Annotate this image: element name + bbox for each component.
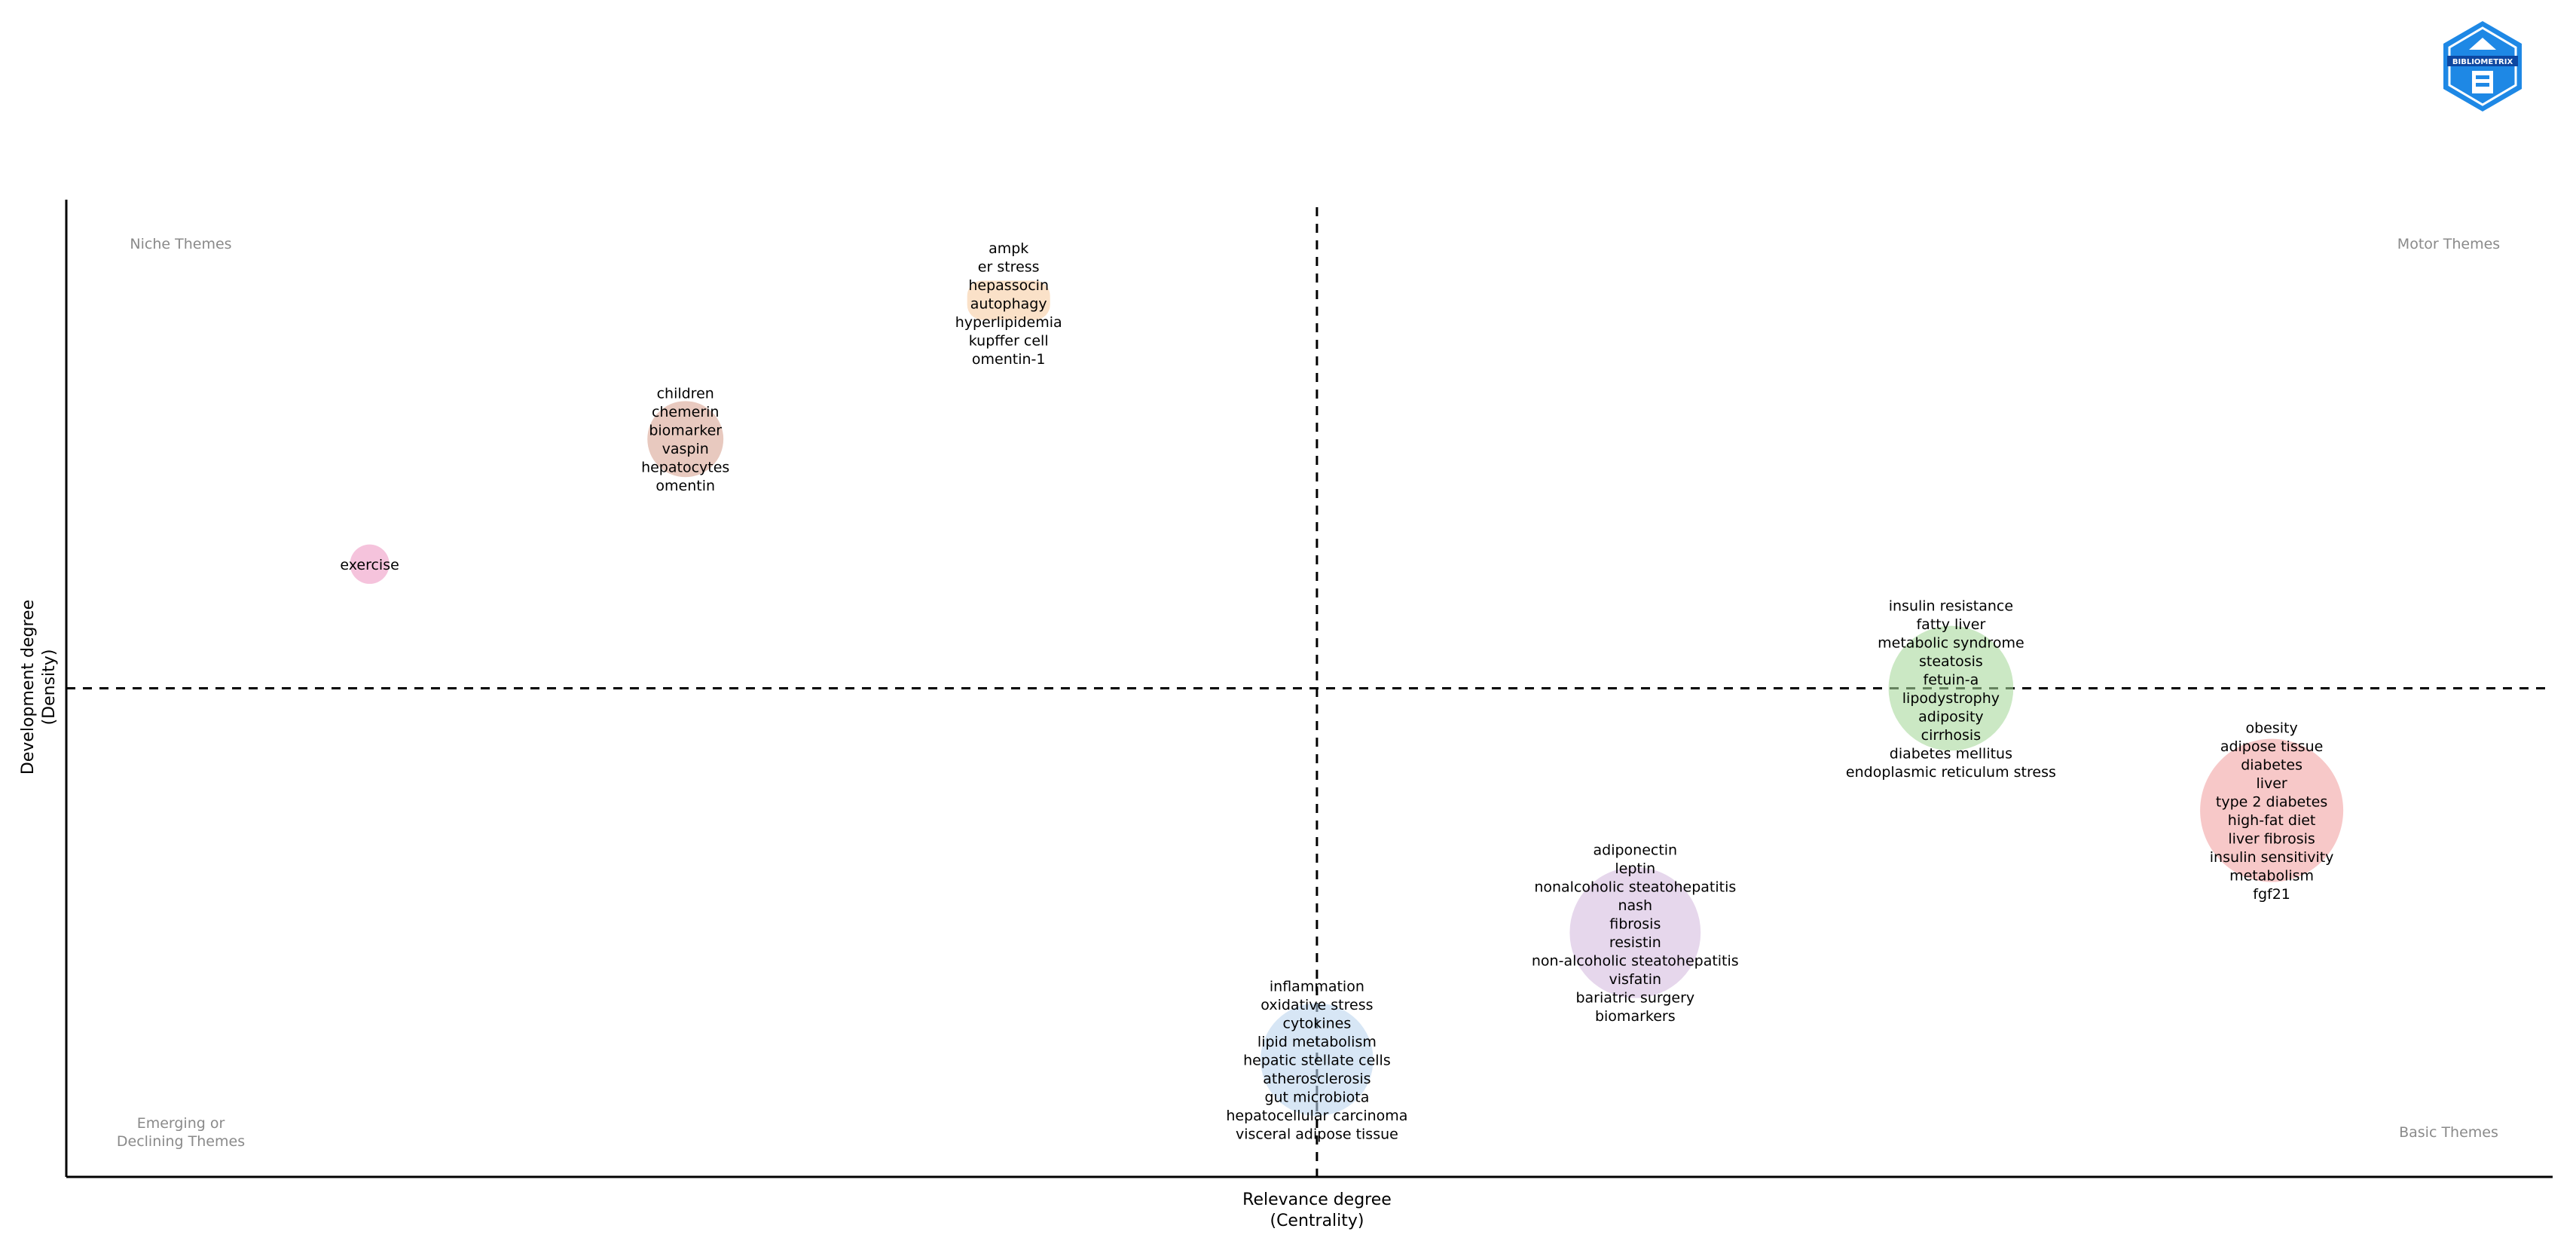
cluster-keyword: kupffer cell: [969, 332, 1049, 349]
cluster-keyword: obesity: [2245, 720, 2297, 736]
x-axis-title-1: Relevance degree: [1242, 1190, 1392, 1209]
cluster-keyword: biomarker: [649, 423, 722, 439]
cluster-keyword: metabolic syndrome: [1878, 634, 2024, 651]
cluster-keyword: nonalcoholic steatohepatitis: [1534, 879, 1736, 896]
cluster-bubble: [2200, 738, 2344, 882]
cluster-bubble: [647, 401, 724, 478]
svg-text:BIBLIOMETRIX: BIBLIOMETRIX: [2452, 58, 2513, 66]
cluster-keyword: hepassocin: [968, 277, 1049, 294]
quadrant-label-emerging-2: Declining Themes: [117, 1133, 245, 1150]
cluster-keyword: vaspin: [662, 441, 709, 457]
cluster-keyword: omentin-1: [972, 351, 1046, 368]
cluster-keyword: visfatin: [1609, 971, 1662, 988]
cluster-bubble: [350, 544, 390, 584]
cluster-keyword: non-alcoholic steatohepatitis: [1532, 953, 1739, 970]
cluster-bubble: [1888, 625, 2014, 751]
cluster-keyword: resistin: [1609, 934, 1661, 951]
cluster-keyword: metabolism: [2229, 867, 2314, 884]
quadrant-label-basic: Basic Themes: [2399, 1124, 2498, 1141]
cluster-keyword: fgf21: [2253, 886, 2290, 903]
cluster-keyword: fetuin-a: [1924, 671, 1979, 688]
cluster-keyword: cirrhosis: [1921, 727, 1981, 744]
cluster-keyword: gut microbiota: [1264, 1089, 1369, 1105]
cluster-keyword: hepatocytes: [641, 460, 729, 476]
cluster-keyword: omentin: [655, 478, 715, 494]
cluster-keyword: fibrosis: [1609, 916, 1661, 933]
cluster-keyword: children: [657, 386, 714, 402]
y-axis-title-1: Development degree: [19, 600, 38, 775]
cluster-keyword: adipose tissue: [2220, 738, 2324, 755]
cluster-keyword: nash: [1618, 897, 1652, 914]
cluster-bubble: [1260, 1003, 1374, 1117]
cluster-keyword: liver: [2256, 775, 2287, 792]
cluster-keyword: lipid metabolism: [1257, 1034, 1377, 1050]
cluster-keyword: fatty liver: [1916, 616, 1985, 633]
cluster-keyword: lipodystrophy: [1902, 690, 2000, 707]
cluster-keyword: diabetes: [2241, 756, 2303, 773]
bibliometrix-logo: BIBLIOMETRIX: [2443, 21, 2522, 112]
cluster-keyword: ampk: [989, 240, 1028, 257]
cluster-keyword: adiposity: [1918, 708, 1984, 725]
cluster-keyword: type 2 diabetes: [2216, 793, 2327, 810]
cluster-keyword: liver fibrosis: [2228, 830, 2315, 847]
cluster-bubbles: [350, 280, 2344, 1117]
cluster-keyword: visceral adipose tissue: [1236, 1126, 1398, 1142]
cluster-keyword: insulin sensitivity: [2210, 849, 2334, 866]
cluster-keyword: inflammation: [1270, 978, 1364, 995]
cluster-keyword: adiponectin: [1593, 842, 1677, 859]
cluster-bubble: [1569, 866, 1701, 998]
cluster-keyword: er stress: [978, 258, 1040, 275]
cluster-keyword: chemerin: [652, 404, 720, 420]
cluster-keyword: autophagy: [970, 295, 1047, 312]
cluster-keyword: leptin: [1615, 860, 1655, 877]
cluster-keyword: oxidative stress: [1260, 997, 1373, 1013]
cluster-keyword: hepatocellular carcinoma: [1226, 1108, 1407, 1124]
x-axis-title-2: (Centrality): [1270, 1212, 1364, 1230]
cluster-keyword: atherosclerosis: [1263, 1071, 1371, 1087]
cluster-keyword: biomarkers: [1595, 1008, 1676, 1025]
quadrant-label-emerging-1: Emerging or: [137, 1115, 225, 1132]
cluster-keyword: hepatic stellate cells: [1243, 1052, 1391, 1068]
y-axis-title-2: (Density): [40, 649, 59, 726]
cluster-keyword: exercise: [340, 557, 399, 573]
cluster-keyword: hyperlipidemia: [955, 314, 1062, 331]
cluster-keyword: steatosis: [1919, 653, 1983, 670]
cluster-keyword: insulin resistance: [1889, 597, 2013, 614]
cluster-bubble: [967, 280, 1050, 320]
quadrant-label-niche: Niche Themes: [130, 236, 231, 252]
quadrant-label-motor: Motor Themes: [2397, 236, 2500, 252]
cluster-keyword: bariatric surgery: [1575, 990, 1694, 1007]
cluster-keyword: endoplasmic reticulum stress: [1846, 764, 2056, 781]
cluster-keyword: diabetes mellitus: [1890, 745, 2012, 762]
cluster-keyword: cytokines: [1283, 1015, 1352, 1031]
cluster-keyword: high-fat diet: [2228, 812, 2316, 829]
